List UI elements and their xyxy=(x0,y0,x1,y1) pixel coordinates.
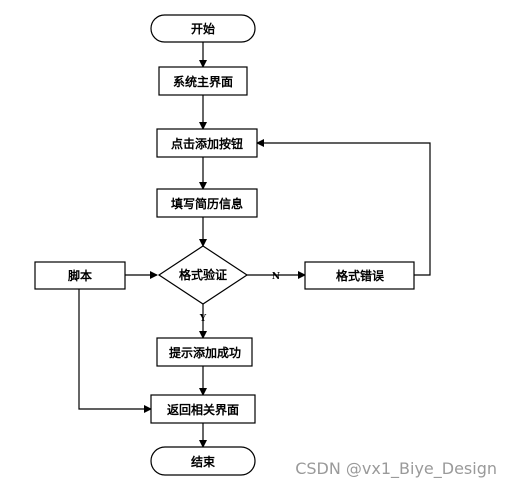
node-error: 格式错误 xyxy=(304,261,415,290)
terminator-shape xyxy=(150,14,256,43)
node-script-label: 脚本 xyxy=(68,268,92,283)
edge-label-yes: Y xyxy=(199,314,207,324)
node-fill-label: 填写简历信息 xyxy=(171,196,243,211)
node-fill: 填写简历信息 xyxy=(156,188,258,218)
decision-shape xyxy=(157,245,249,305)
process-shape xyxy=(156,128,258,158)
node-return-label: 返回相关界面 xyxy=(167,402,239,417)
node-click-add-label: 点击添加按钮 xyxy=(171,136,243,151)
edges xyxy=(78,42,431,448)
node-start: 开始 xyxy=(150,14,256,43)
node-end: 结束 xyxy=(150,446,256,476)
node-end-label: 结束 xyxy=(191,454,216,469)
watermark-text: CSDN @vx1_Biye_Design xyxy=(295,459,497,479)
node-success: 提示添加成功 xyxy=(156,337,253,367)
process-shape xyxy=(150,394,256,424)
process-shape xyxy=(304,261,415,290)
process-shape xyxy=(156,188,258,218)
node-validate: 格式验证 xyxy=(157,245,249,305)
node-validate-label: 格式验证 xyxy=(179,267,227,282)
edge-error-to-click xyxy=(256,139,431,276)
edge-script-to-return xyxy=(78,289,152,413)
node-main: 系统主界面 xyxy=(158,66,248,96)
edge-label-no: N xyxy=(272,272,280,282)
process-shape xyxy=(158,66,248,96)
node-click-add: 点击添加按钮 xyxy=(156,128,258,158)
node-start-label: 开始 xyxy=(191,21,215,36)
node-script: 脚本 xyxy=(34,261,126,290)
node-error-label: 格式错误 xyxy=(336,268,385,283)
node-main-label: 系统主界面 xyxy=(173,74,233,89)
terminator-shape xyxy=(150,446,256,476)
node-return: 返回相关界面 xyxy=(150,394,256,424)
process-shape xyxy=(156,337,253,367)
process-shape xyxy=(34,261,126,290)
node-success-label: 提示添加成功 xyxy=(169,345,241,360)
